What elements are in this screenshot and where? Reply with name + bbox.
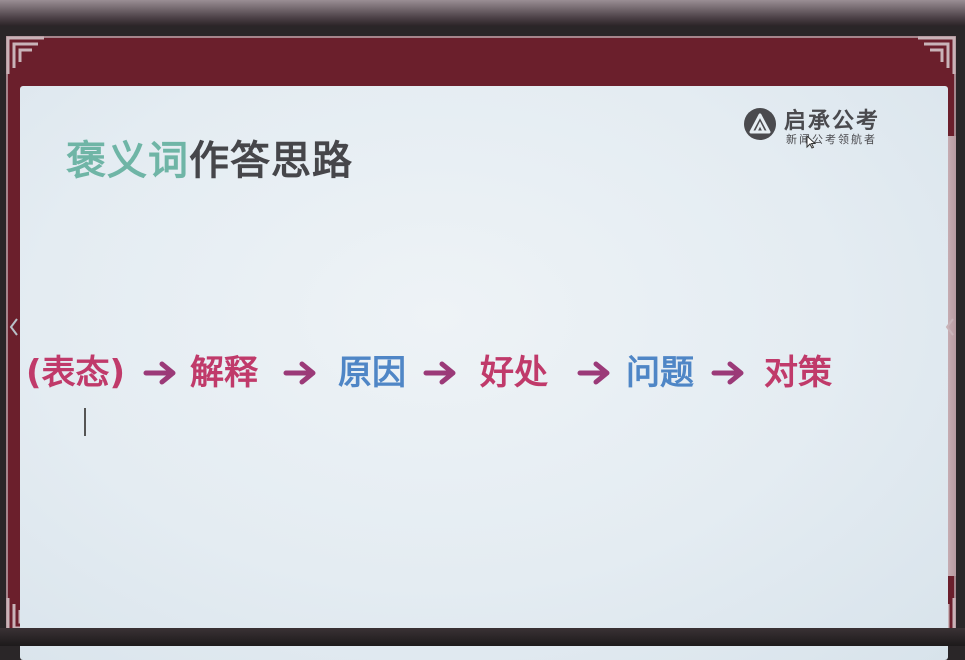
flow-step-problem: 问题 xyxy=(626,353,694,393)
brand-slogan: 新闻公考领航者 xyxy=(786,133,877,146)
brand-name: 启承公考 xyxy=(784,109,881,134)
brand-logo-icon xyxy=(742,106,778,142)
corner-ornament-icon xyxy=(914,34,958,78)
arrow-right-icon xyxy=(142,360,180,386)
arrow-right-icon xyxy=(710,360,748,386)
answer-flow: (表态) 解释 原因 好处 问题 对策 xyxy=(20,348,948,398)
flow-step-explain: 解释 xyxy=(190,353,258,393)
flow-step-stance: (表态) xyxy=(26,353,126,393)
arrow-right-icon xyxy=(422,360,460,386)
slide-content: 褒义词作答思路 启承公考 新闻公考领航者 (表态) 解释 xyxy=(20,86,948,660)
chevron-left-icon[interactable] xyxy=(8,316,20,338)
display-bezel-top xyxy=(0,0,965,26)
slide-title-rest: 作答思路 xyxy=(189,138,353,184)
text-caret xyxy=(84,408,86,436)
chevron-left-icon[interactable] xyxy=(944,316,956,338)
arrow-right-icon xyxy=(576,360,614,386)
flow-step-reason: 原因 xyxy=(338,353,406,393)
flow-step-countermeasure: 对策 xyxy=(764,353,832,393)
display-bezel-bottom xyxy=(0,628,965,646)
flow-step-benefit: 好处 xyxy=(480,353,548,393)
slide-title-highlight: 褒义词 xyxy=(66,138,189,184)
mouse-pointer-icon xyxy=(806,134,817,149)
brand-logo-block: 启承公考 新闻公考领航者 xyxy=(742,101,912,151)
corner-ornament-icon xyxy=(4,34,48,78)
arrow-right-icon xyxy=(282,360,320,386)
slide-title: 褒义词作答思路 xyxy=(66,128,353,186)
slide-frame: 褒义词作答思路 启承公考 新闻公考领航者 (表态) 解释 xyxy=(4,34,958,660)
